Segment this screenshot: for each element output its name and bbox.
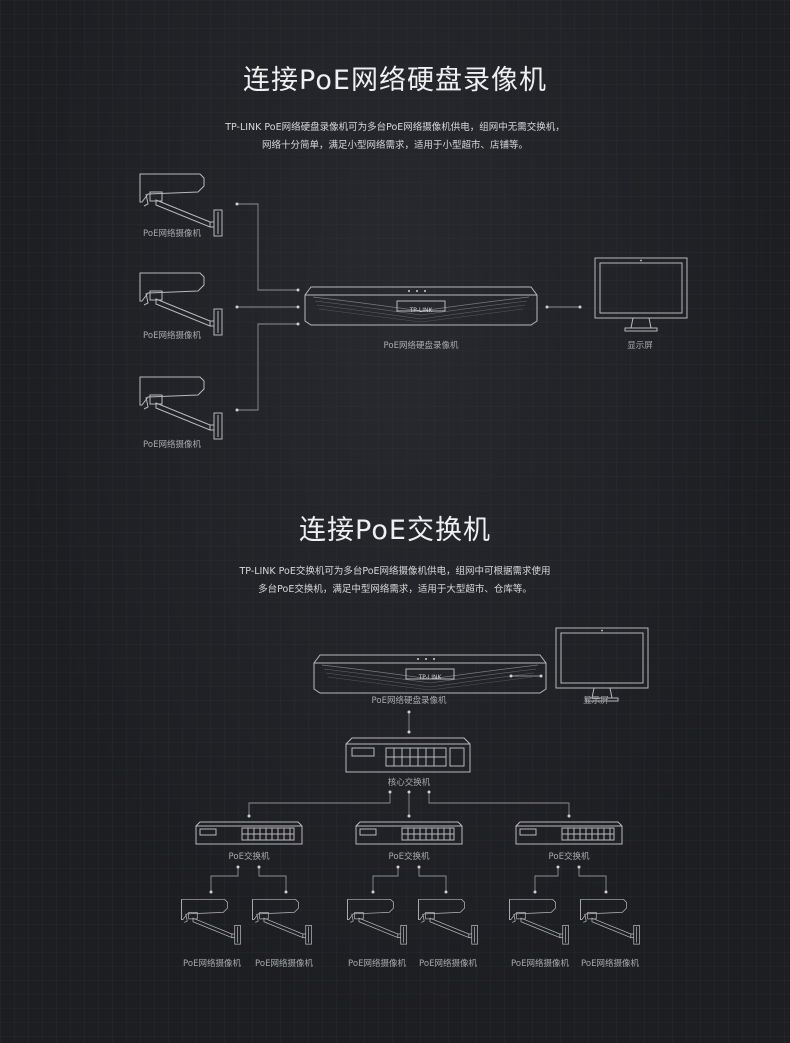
camera-icon: [509, 899, 569, 945]
section1-desc-line1: TP-LINK PoE网络硬盘录像机可为多台PoE网络摄像机供电，组网中无需交换…: [225, 122, 565, 133]
section2-desc-line2: 多台PoE交换机，满足中型网络需求，适用于大型超市、仓库等。: [258, 584, 532, 595]
camera-label: PoE网络摄像机: [183, 959, 241, 969]
wire: [418, 867, 447, 892]
camera-label: PoE网络摄像机: [143, 331, 201, 341]
monitor-label: 显示屏: [583, 696, 609, 706]
wire: [578, 867, 607, 892]
wire: [372, 867, 399, 892]
wire: [210, 867, 239, 892]
camera-label: PoE网络摄像机: [581, 959, 639, 969]
poe-switch-icon: [515, 821, 623, 845]
section1-title: 连接PoE网络硬盘录像机: [243, 65, 547, 96]
camera-icon: [139, 376, 223, 440]
camera-icon: [347, 899, 407, 945]
camera-icon: [580, 899, 640, 945]
poe-switch-icon: [195, 821, 303, 845]
camera-icon: [139, 272, 223, 336]
nvr-brand-logo: TP-LINK: [418, 674, 443, 681]
camera-icon: [252, 899, 312, 945]
camera-label: PoE网络摄像机: [143, 229, 201, 239]
poe-switch-label: PoE交换机: [228, 852, 270, 862]
nvr-icon: [304, 286, 538, 326]
core-switch-icon: [345, 737, 471, 773]
core-switch-label: 核心交换机: [387, 778, 431, 788]
wire: [237, 203, 298, 291]
camera-icon: [418, 899, 478, 945]
camera-label: PoE网络摄像机: [255, 959, 313, 969]
camera-label: PoE网络摄像机: [419, 959, 477, 969]
wire: [237, 323, 298, 411]
monitor-icon: [555, 627, 649, 702]
camera-label: PoE网络摄像机: [143, 440, 201, 450]
section2-desc-line1: TP-LINK PoE交换机可为多台PoE网络摄像机供电，组网中可根据需求使用: [239, 566, 551, 577]
nvr-label: PoE网络硬盘录像机: [383, 341, 459, 351]
poe-switch-label: PoE交换机: [548, 852, 590, 862]
section1-description: TP-LINK PoE网络硬盘录像机可为多台PoE网络摄像机供电，组网中无需交换…: [0, 119, 790, 155]
nvr-label: PoE网络硬盘录像机: [371, 696, 447, 706]
monitor-icon: [594, 257, 688, 332]
wire: [534, 867, 559, 892]
wire: [428, 792, 570, 816]
camera-label: PoE网络摄像机: [348, 959, 406, 969]
camera-icon: [181, 899, 241, 945]
camera-label: PoE网络摄像机: [511, 959, 569, 969]
wire: [258, 867, 287, 892]
poe-switch-label: PoE交换机: [388, 852, 430, 862]
section2-title: 连接PoE交换机: [299, 515, 491, 546]
poe-switch-icon: [355, 821, 463, 845]
section2-description: TP-LINK PoE交换机可为多台PoE网络摄像机供电，组网中可根据需求使用 …: [0, 563, 790, 599]
monitor-label: 显示屏: [627, 341, 653, 351]
wire: [248, 792, 391, 816]
section1-desc-line2: 网络十分简单，满足小型网络需求，适用于小型超市、店铺等。: [261, 140, 528, 151]
nvr-brand-logo: TP-LINK: [409, 307, 434, 314]
